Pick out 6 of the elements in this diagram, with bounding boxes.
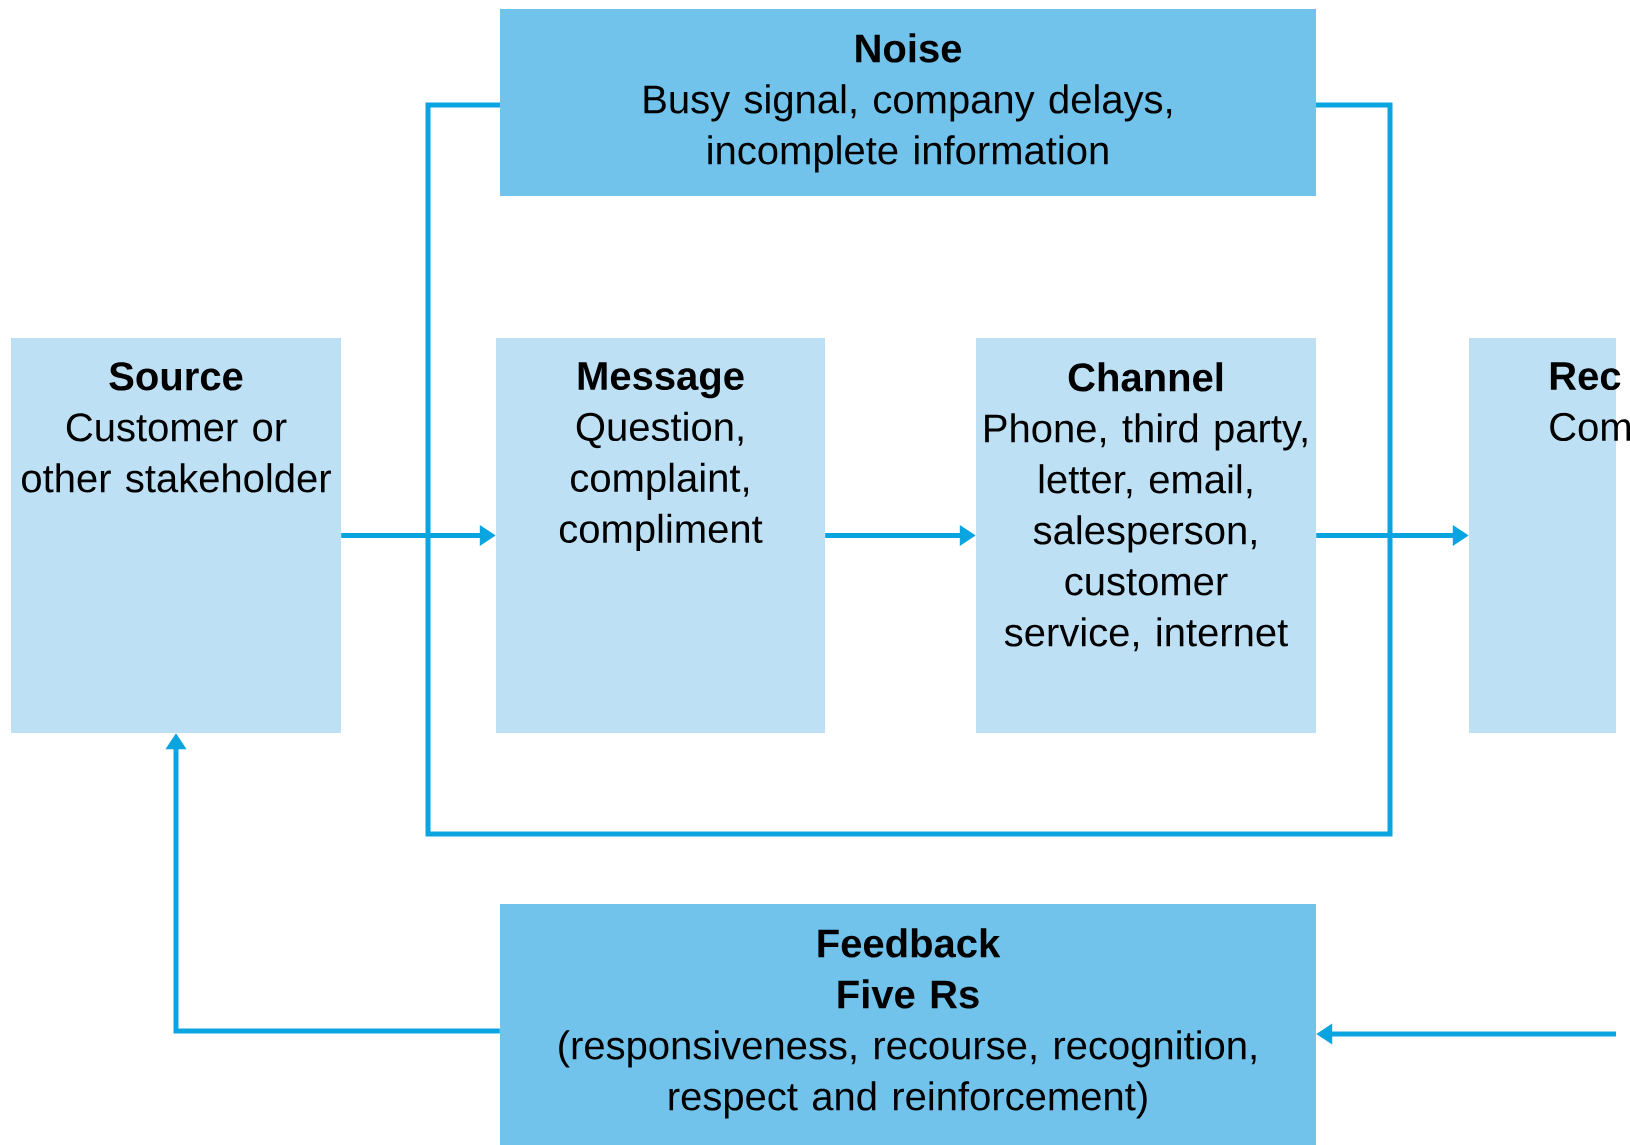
process-box: Rec Com — [1469, 338, 1630, 733]
process-box: Source Customer or other stakeholder — [11, 338, 341, 733]
process-box: Noise Busy signal, company delays, incomplete information — [500, 9, 1316, 196]
process-box: Message Question, complaint, compliment — [496, 338, 825, 733]
process-box: Channel Phone, third party, letter, email, salesperson, customer service, internet — [976, 338, 1316, 733]
process-box: Feedback Five Rs (responsiveness, recourse, recognition, respect and reinforcement) — [500, 904, 1316, 1145]
